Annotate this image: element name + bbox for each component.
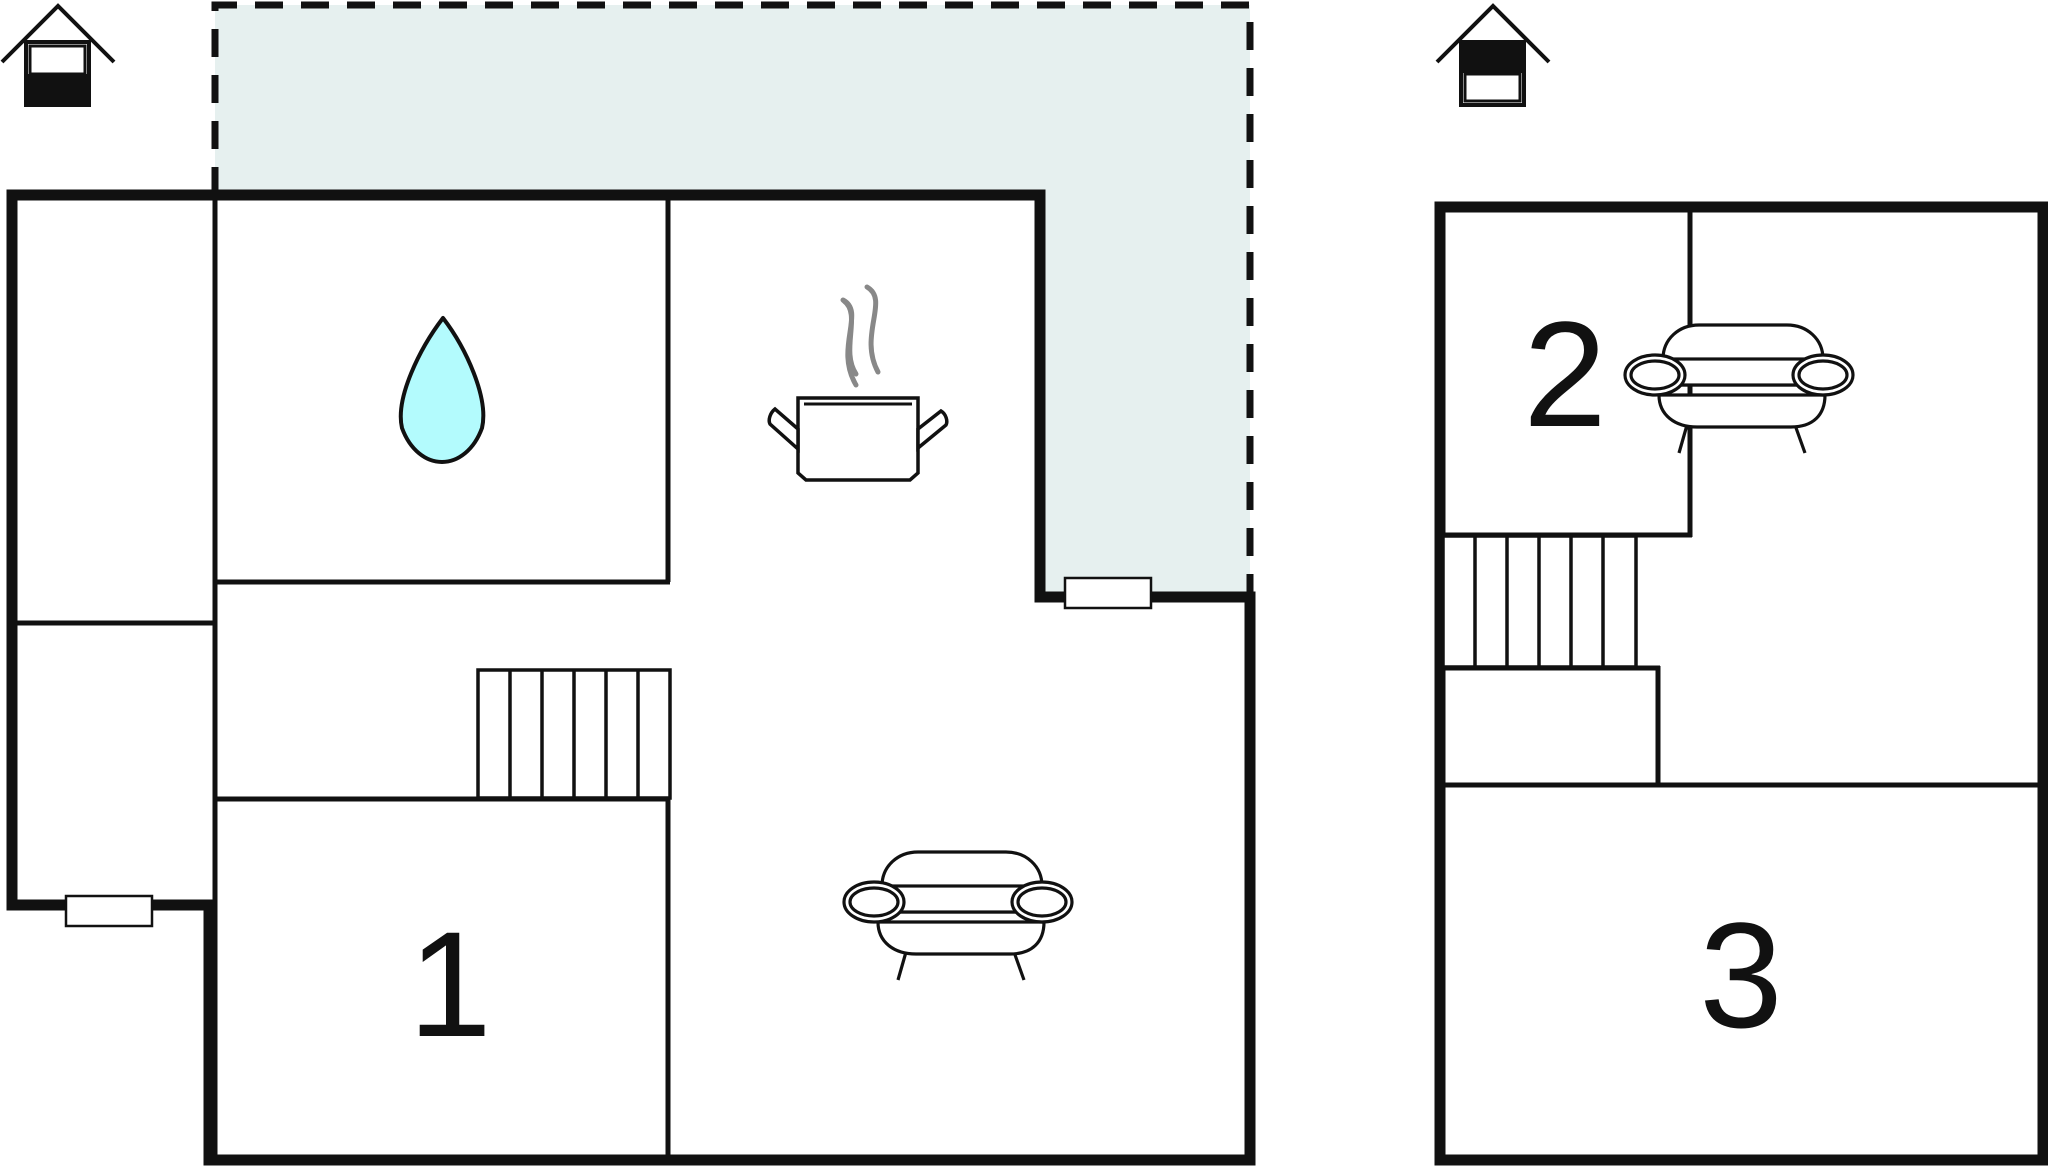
room-label-2: 2 xyxy=(1523,290,1606,458)
sofa-icon xyxy=(1623,323,1855,454)
window xyxy=(1063,576,1153,610)
upper-floor-plan: 2 3 xyxy=(1434,201,2048,1166)
sofa-icon xyxy=(842,850,1074,981)
terrace-area xyxy=(215,5,1250,595)
terrace-dashed-border xyxy=(211,1,1254,595)
upper-outer-wall xyxy=(1434,201,2048,1166)
ground-floor-plan: 1 xyxy=(6,1,1256,1166)
ground-stairs xyxy=(476,668,672,800)
ground-interior-walls xyxy=(15,190,671,1160)
house-upper-floor-icon xyxy=(1435,3,1551,107)
room-label-1: 1 xyxy=(408,900,491,1068)
water-drop-icon xyxy=(398,316,486,464)
upper-stairs xyxy=(1441,534,1638,669)
ground-outer-wall xyxy=(6,189,1256,1166)
house-ground-floor-icon xyxy=(0,3,116,107)
window xyxy=(64,894,154,928)
room-label-3: 3 xyxy=(1699,891,1782,1059)
cooking-pot-icon xyxy=(767,284,949,482)
